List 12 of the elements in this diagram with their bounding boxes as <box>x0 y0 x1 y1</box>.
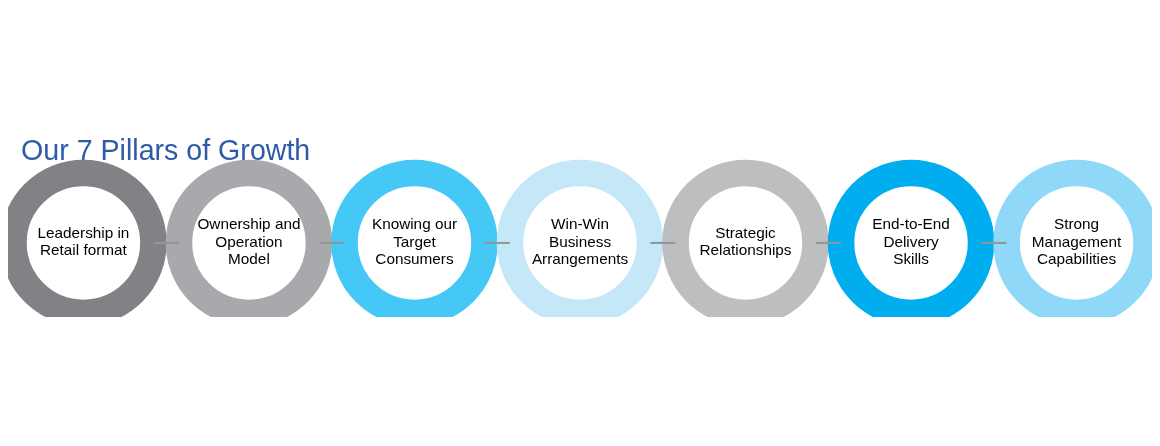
connector <box>650 241 676 244</box>
node-circle: Ownership and Operation Model <box>165 159 333 317</box>
node-circle: Win-Win Business Arrangements <box>496 159 664 317</box>
node-circle: Knowing our Target Consumers <box>331 159 498 317</box>
node-circle: Strategic Relationships <box>662 159 829 317</box>
node-circle: Leadership in Retail format <box>8 159 167 317</box>
connector <box>484 241 510 244</box>
connector <box>981 241 1007 244</box>
node-circle: End-to-End Delivery Skills <box>827 159 995 317</box>
node-circle: Strong Management Capabilities <box>993 159 1152 317</box>
connector <box>319 241 345 244</box>
connector <box>815 241 841 244</box>
